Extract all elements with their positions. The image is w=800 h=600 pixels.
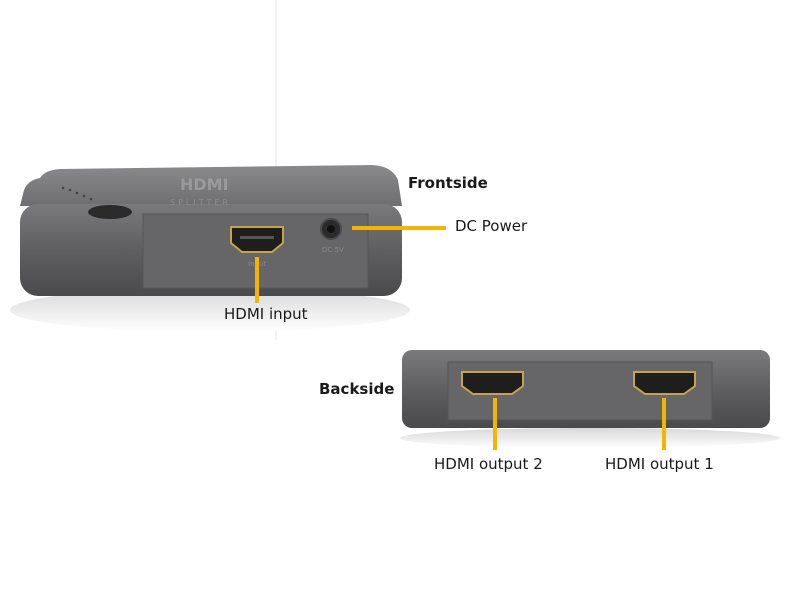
hdmi-output-1-port (633, 371, 696, 395)
power-label: DC 5V (322, 246, 344, 254)
front-device: HDMI SPLITTER Input DC 5V (10, 165, 410, 332)
backside-heading: Backside (319, 380, 395, 398)
hdmi-output-2-port (461, 371, 524, 395)
dc-power-label: DC Power (455, 217, 528, 235)
callout-lines (255, 226, 666, 450)
device-top-face (20, 165, 402, 206)
frontside-heading: Frontside (408, 174, 488, 192)
device-subtitle: SPLITTER (170, 198, 231, 207)
device-reflection (10, 288, 410, 332)
hdmi-output-1-label: HDMI output 1 (605, 455, 714, 473)
hdmi-input-port (230, 226, 284, 253)
status-leds (61, 186, 93, 201)
hdmi-input-label: HDMI input (224, 305, 308, 323)
hdmi-output-2-label: HDMI output 2 (434, 455, 543, 473)
power-button (88, 205, 132, 219)
device-logo: HDMI (180, 175, 229, 194)
back-device (400, 350, 780, 448)
